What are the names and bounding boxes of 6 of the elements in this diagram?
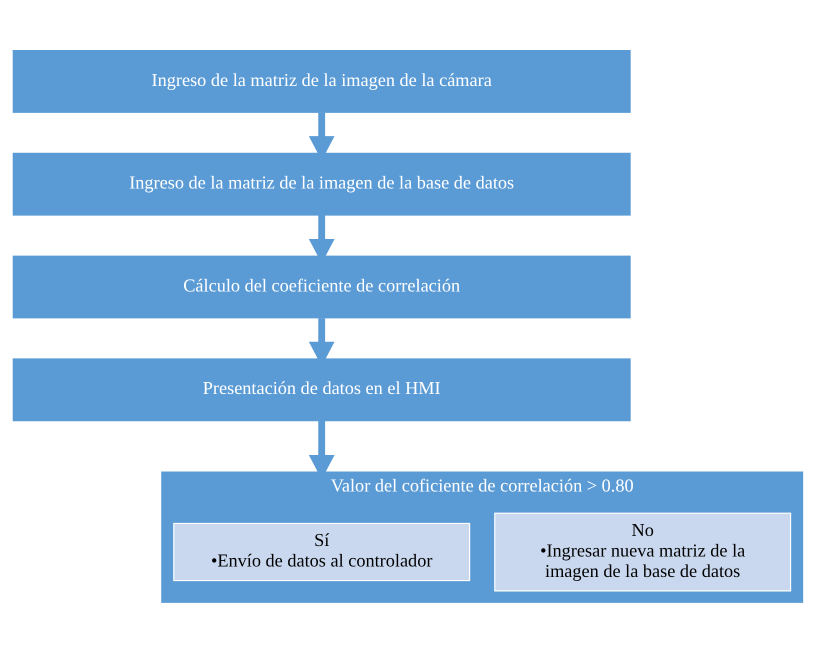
node-box: Ingreso de la matriz de la imagen de la base de datos [12, 152, 631, 216]
node-box: Ingreso de la matriz de la imagen de la cámara [12, 50, 631, 113]
node-box: Sí •Envío de datos al controlador [173, 522, 470, 582]
node-box: Cálculo del coeficiente de correlación [12, 256, 631, 318]
node-box: Presentación de datos en el HMI [12, 358, 631, 422]
node-box: No •Ingresar nueva matriz de la imagen de la base de datos [494, 512, 792, 592]
